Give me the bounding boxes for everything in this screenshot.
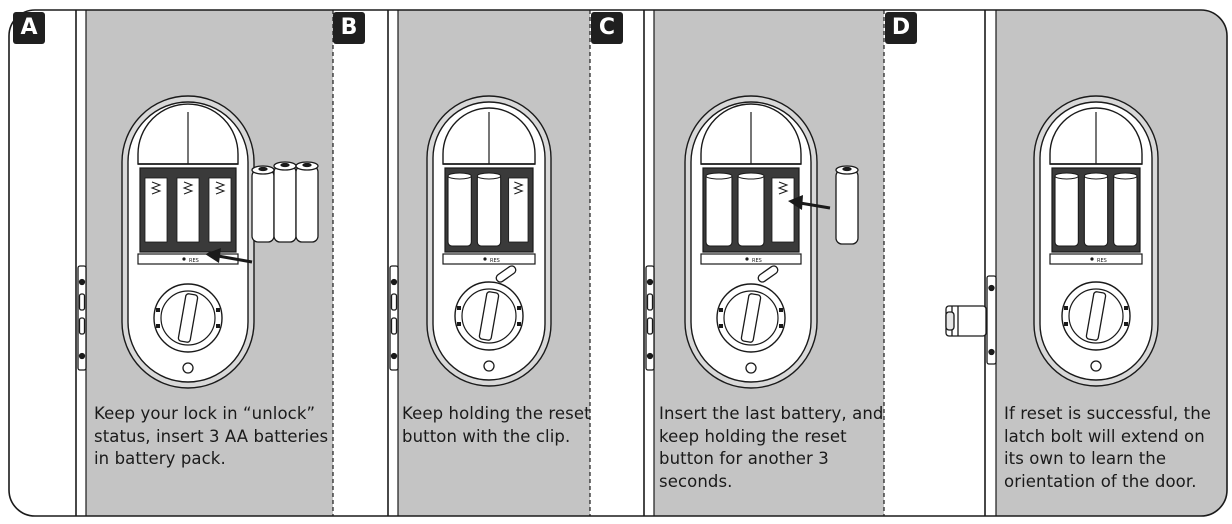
caption-line: Insert the last battery, and: [659, 404, 884, 423]
strike-plate-d: [986, 275, 997, 365]
door-panel-d: [984, 10, 1227, 516]
strike-plate-b: [389, 265, 399, 371]
lock-illustrations: RES RES RES RES: [121, 95, 1159, 389]
loose-batteries: [251, 161, 319, 243]
reset-label: RES: [490, 258, 500, 264]
loose-battery-3: [295, 161, 319, 243]
caption-line: button for another 3: [659, 449, 829, 468]
lock-body-a: RES: [121, 95, 255, 389]
strike-plate-a: [77, 265, 87, 371]
caption-line: its own to learn the: [1004, 449, 1167, 468]
step-d-caption: If reset is successful, the latch bolt w…: [1004, 403, 1211, 493]
caption-line: Keep your lock in “unlock”: [94, 404, 316, 423]
strike-plate-c: [645, 265, 655, 371]
caption-line: orientation of the door.: [1004, 471, 1197, 491]
lock-body-d: RES: [1033, 95, 1159, 387]
step-badge-a: A: [13, 12, 45, 44]
arrow-icon: [788, 195, 831, 210]
caption-line: button with the clip.: [402, 426, 571, 446]
lock-body-b: RES: [426, 95, 552, 387]
loose-battery-1: [251, 165, 275, 243]
caption-line: keep holding the reset: [659, 426, 847, 446]
loose-battery-2: [273, 161, 297, 243]
reset-label: RES: [1097, 258, 1107, 264]
caption-line: in battery pack.: [94, 449, 226, 468]
step-c-caption: Insert the last battery, and keep holdin…: [659, 403, 883, 493]
caption-line: If reset is successful, the: [1004, 404, 1212, 423]
step-a-caption: Keep your lock in “unlock” status, inser…: [94, 403, 328, 471]
caption-line: seconds.: [659, 471, 733, 491]
latch-bolt-extended: [945, 305, 987, 337]
step-b-caption: Keep holding the reset button with the c…: [402, 403, 591, 448]
caption-line: status, insert 3 AA batteries: [94, 426, 329, 446]
arrow-icon: [205, 248, 253, 264]
step-dividers: [332, 10, 885, 516]
caption-line: latch bolt will extend on: [1004, 426, 1205, 446]
lock-body-c: RES: [684, 95, 818, 389]
reset-label: RES: [752, 258, 762, 264]
caption-line: Keep holding the reset: [402, 404, 591, 423]
reset-label: RES: [189, 258, 199, 264]
step-badge-b: B: [333, 12, 365, 44]
diagram-frame: [8, 9, 1228, 517]
last-battery: [835, 165, 859, 245]
step-badge-c: C: [591, 12, 623, 44]
step-badge-d: D: [885, 12, 917, 44]
